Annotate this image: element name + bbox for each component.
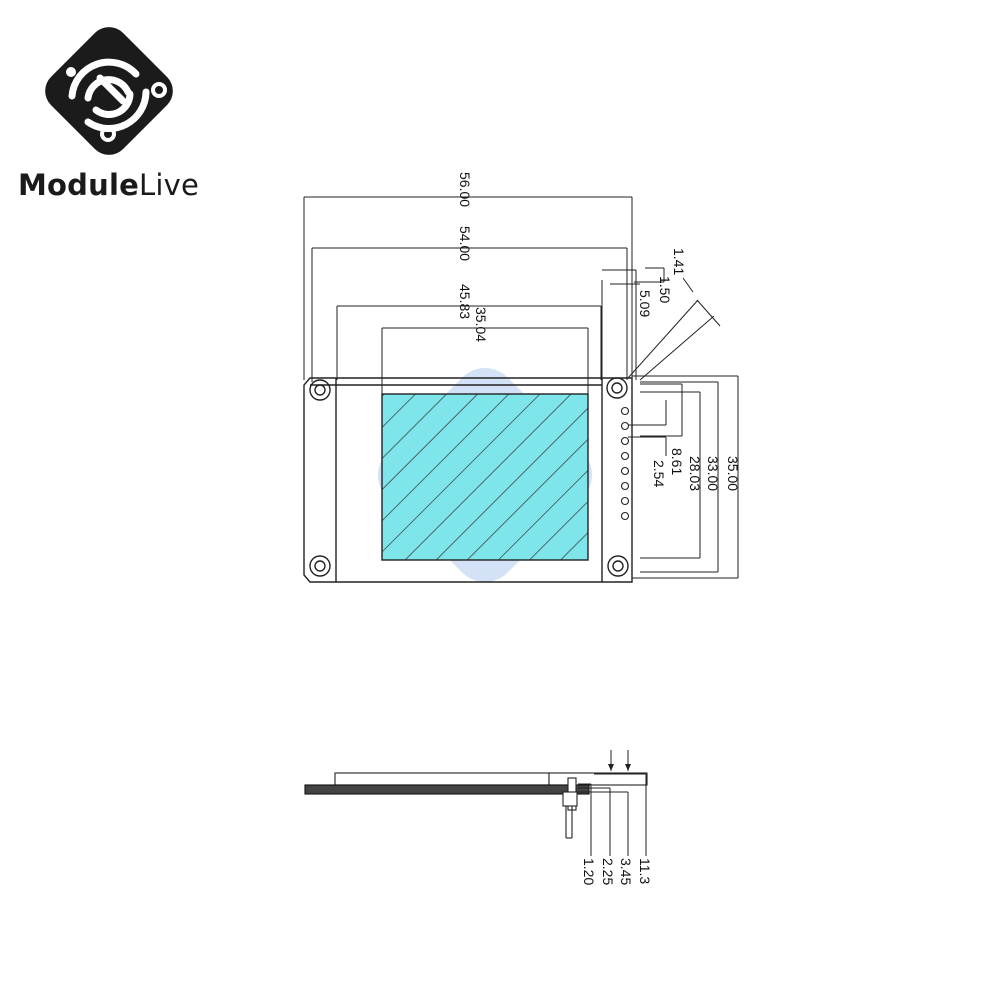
- dim-label-2-54: 2.54: [651, 460, 667, 487]
- circuit-logo-icon: [45, 27, 173, 155]
- dim-label-28-03: 28.03: [687, 456, 703, 491]
- dim-label-1-20: 1.20: [581, 858, 597, 885]
- display-area: [381, 393, 589, 561]
- dim-label-35-04: 35.04: [473, 307, 489, 342]
- dim-label-1-41: 1.41: [671, 248, 687, 275]
- height-labels: 2.54 8.61 28.03 33.00 35.00: [651, 448, 741, 491]
- side-view-labels: 1.20 2.25 3.45 11.3: [581, 858, 653, 885]
- dim-label-35: 35.00: [725, 456, 741, 491]
- dim-label-56: 56.00: [457, 172, 473, 207]
- dim-label-54: 54.00: [457, 226, 473, 261]
- width-labels: 56.00 54.00 45.83 35.04: [457, 172, 489, 342]
- dim-label-8-61: 8.61: [669, 448, 685, 475]
- dim-label-45-83: 45.83: [457, 284, 473, 319]
- brand-wordmark: ModuleLive: [18, 168, 199, 202]
- dim-label-3-45: 3.45: [618, 858, 634, 885]
- dim-label-2-25: 2.25: [600, 858, 616, 885]
- module-side-view: [304, 772, 648, 839]
- dim-label-5-09: 5.09: [637, 290, 653, 317]
- side-view-dimension-lines: [578, 750, 647, 856]
- top-right-labels: 1.41 1.50 5.09: [637, 248, 687, 317]
- top-view-dimension-lines: [303, 196, 739, 579]
- header-pins: [620, 406, 630, 521]
- dim-label-11-3: 11.3: [637, 858, 653, 884]
- brand-name-light: Live: [139, 168, 200, 202]
- dim-label-1-50: 1.50: [657, 276, 673, 303]
- dim-label-33: 33.00: [705, 456, 721, 491]
- mounting-holes: [309, 377, 629, 577]
- brand-name-bold: Module: [18, 168, 139, 202]
